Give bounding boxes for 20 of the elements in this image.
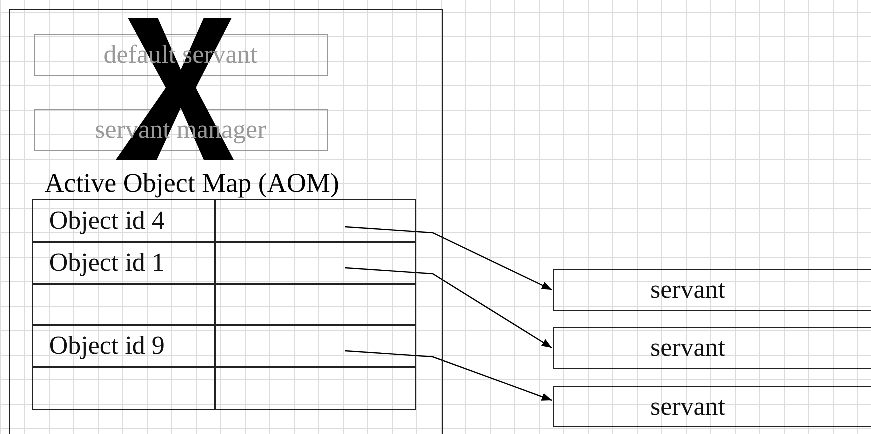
- arrow: [344, 267, 552, 348]
- table-cell: [32, 242, 216, 284]
- servant-box: [553, 386, 871, 427]
- table-cell: [215, 242, 416, 284]
- object-id-text: Object id 1: [49, 250, 165, 276]
- box-label: servant: [650, 394, 726, 420]
- table-heading: Active Object Map (AOM): [44, 170, 340, 197]
- table-cell: [32, 325, 216, 368]
- box-label: servant: [650, 335, 726, 361]
- object-id-text: Object id 4: [49, 208, 165, 234]
- arrow: [344, 226, 552, 291]
- table-cell: [215, 199, 416, 242]
- arrow: [344, 350, 552, 402]
- container-box: [9, 9, 443, 434]
- box-label: servant: [650, 277, 726, 303]
- object-id-text: Object id 9: [49, 333, 165, 360]
- servant-box: [553, 327, 871, 369]
- servant-box: [553, 269, 871, 311]
- table-cell: [215, 325, 416, 368]
- table-cell: [32, 199, 216, 242]
